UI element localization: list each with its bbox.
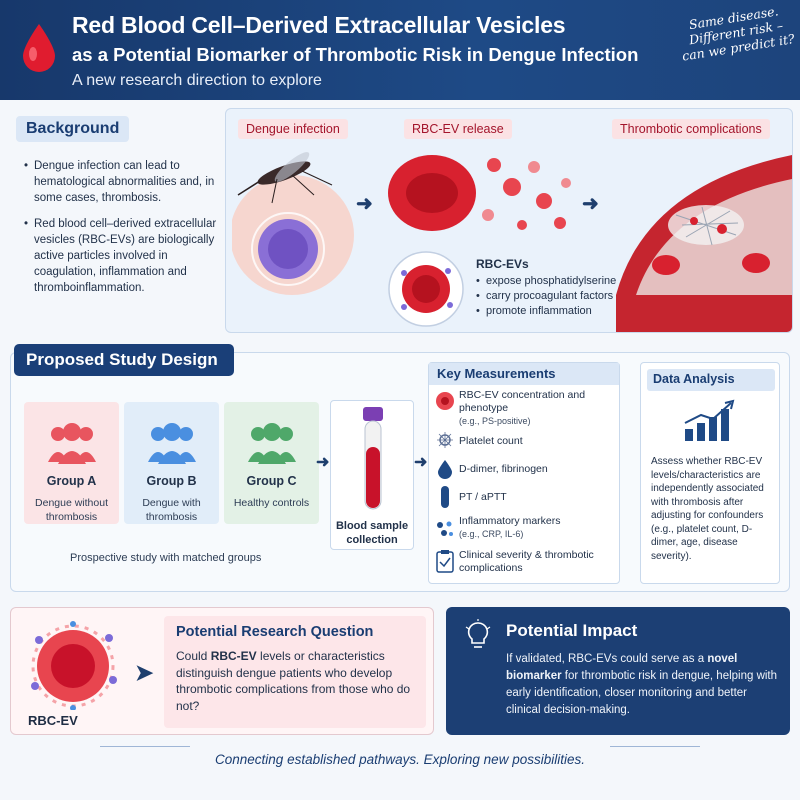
pi-body-strong: novel biomarker [506, 653, 738, 682]
subtitle: A new research direction to explore [72, 72, 322, 89]
rq-body-strong: RBC-EV [210, 649, 257, 663]
people-group-icon [148, 423, 196, 464]
research-question-body: Could RBC-EV levels or characteristics d… [176, 648, 416, 714]
measurement-text: PT / aPTT [459, 491, 507, 503]
rbcev-point: carry procoagulant factors [476, 289, 616, 304]
measurement-item: D-dimer, fibrinogen [459, 463, 548, 476]
rbcev-title: RBC-EVs [476, 257, 529, 271]
pi-body-post: for thrombotic risk in dengue, helping w… [506, 670, 778, 716]
measurement-item: PT / aPTT [459, 491, 507, 504]
cell-icon [436, 392, 454, 410]
measurement-item: Platelet count [459, 435, 523, 448]
data-analysis-card: Data Analysis Assess whether RBC-EV leve… [640, 362, 780, 584]
group-card-a: Group A Dengue without thrombosis [24, 402, 119, 524]
background-heading: Background [16, 116, 130, 142]
molecule-icon [437, 521, 453, 536]
potential-impact-panel: Potential Impact If validated, RBC-EVs c… [446, 607, 790, 735]
mosquito-icon [237, 152, 333, 204]
data-analysis-heading: Data Analysis [647, 369, 775, 391]
key-measurements-card: Key Measurements RBC-EV concentration an… [428, 362, 620, 584]
rbcev-point: promote inflammation [476, 304, 616, 319]
prospective-note: Prospective study with matched groups [70, 552, 262, 564]
group-card-c: Group C Healthy controls [224, 402, 319, 524]
stage-label-release: RBC-EV release [404, 119, 512, 139]
measurement-text: Platelet count [459, 435, 523, 447]
measurement-item: RBC-EV concentration and phenotype (e.g.… [459, 389, 619, 428]
rbcev-illustration [31, 621, 117, 710]
rbcev-label: RBC-EV [28, 713, 78, 728]
background-panel: Background Dengue infection can lead to … [10, 110, 220, 330]
data-analysis-text: Assess whether RBC-EV levels/characteris… [651, 456, 764, 562]
blood-sample-card: Blood sample collection [330, 400, 414, 550]
measurement-text: Inflammatory markers [459, 515, 561, 527]
measurement-item: Inflammatory markers (e.g., CRP, IL-6) [459, 515, 561, 541]
growth-chart-icon [684, 399, 735, 441]
arrow-right-icon: ➤ [135, 660, 154, 685]
group-name: Group B [146, 474, 197, 488]
header-banner: Red Blood Cell–Derived Extracellular Ves… [0, 0, 800, 100]
tube-icon [441, 486, 449, 508]
group-desc: Dengue with thrombosis [142, 497, 201, 523]
tagline: Same disease. Different risk – can we pr… [681, 3, 796, 64]
footer-divider [610, 746, 700, 747]
group-name: Group A [46, 474, 97, 488]
blood-sample-label: Blood sample collection [335, 520, 409, 546]
rq-body-post: levels or characteristics distinguish de… [176, 649, 411, 713]
lightbulb-icon [465, 619, 491, 648]
rbcev-callout-icon [388, 251, 464, 327]
rbc-release-illustration [388, 155, 571, 231]
arrow-right-icon: ➜ [356, 193, 373, 215]
background-bullets: Dengue infection can lead to hematologic… [24, 158, 229, 306]
potential-impact-title: Potential Impact [506, 621, 638, 640]
measurement-sub: (e.g., CRP, IL-6) [459, 529, 524, 539]
pi-body-pre: If validated, RBC-EVs could serve as a [506, 653, 708, 665]
arrow-right-icon: ➜ [414, 454, 428, 471]
group-card-b: Group B Dengue with thrombosis [124, 402, 219, 524]
stage-label-dengue: Dengue infection [238, 119, 348, 139]
title-line-1: Red Blood Cell–Derived Extracellular Ves… [72, 12, 566, 38]
potential-impact-body: If validated, RBC-EVs could serve as a n… [506, 651, 782, 719]
blood-tube-icon [363, 407, 383, 510]
research-question-title: Potential Research Question [176, 624, 374, 640]
measurement-text: D-dimer, fibrinogen [459, 463, 548, 475]
group-desc: Dengue without thrombosis [35, 497, 108, 523]
pathway-panel: Dengue infection RBC-EV release Thrombot… [225, 108, 793, 333]
arrow-right-icon: ➜ [316, 454, 330, 471]
measurement-item: Clinical severity & thrombotic complicat… [459, 549, 609, 575]
research-question-box: Potential Research Question Could RBC-EV… [164, 616, 426, 728]
footer-divider [100, 746, 190, 747]
study-design-heading: Proposed Study Design [14, 344, 234, 376]
title-line-2: as a Potential Biomarker of Thrombotic R… [72, 44, 639, 65]
drop-icon [438, 460, 452, 479]
rbcev-properties: RBC-EVs expose phosphatidylserine carry … [476, 257, 616, 319]
clipboard-icon [436, 550, 454, 573]
measurement-text: RBC-EV concentration and phenotype [459, 389, 586, 414]
blood-drop-icon [23, 24, 55, 72]
virus-icon [251, 212, 325, 286]
people-group-icon [48, 423, 96, 464]
rq-body-pre: Could [176, 649, 211, 663]
background-bullet: Dengue infection can lead to hematologic… [24, 158, 229, 206]
measurement-text: Clinical severity & thrombotic complicat… [459, 549, 594, 574]
vessel-clot-illustration [616, 155, 792, 332]
group-name: Group C [246, 474, 297, 488]
footer-text: Connecting established pathways. Explori… [215, 752, 585, 767]
platelet-icon [437, 432, 453, 448]
rbcev-point: expose phosphatidylserine [476, 274, 616, 289]
stage-label-thrombotic: Thrombotic complications [612, 119, 770, 139]
people-group-icon [248, 423, 296, 464]
group-desc: Healthy controls [233, 497, 310, 509]
key-measurements-heading: Key Measurements [429, 363, 619, 385]
measurement-sub: (e.g., PS-positive) [459, 416, 531, 426]
mosquito-virus-illustration [232, 152, 354, 295]
background-bullet: Red blood cell–derived extracellular ves… [24, 216, 229, 296]
arrow-right-icon: ➜ [582, 193, 599, 215]
